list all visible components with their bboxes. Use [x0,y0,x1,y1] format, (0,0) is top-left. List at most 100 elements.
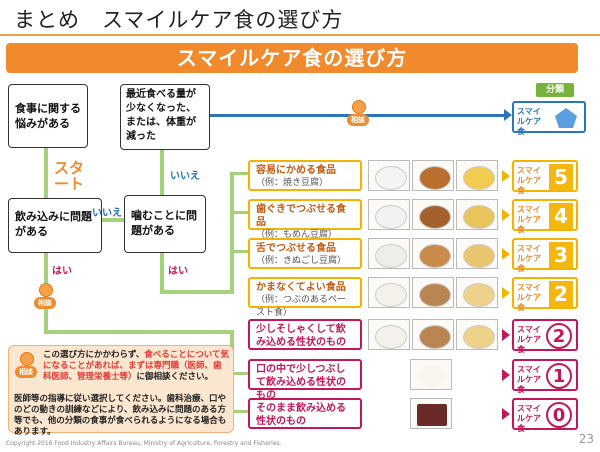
arrow-blue [504,109,512,121]
label-no-chew: いいえ [170,171,200,182]
food-property-box: 口の中で少しつぶして飲み込める性状のもの [248,359,362,401]
food-property-box: そのまま飲み込める性状のもの [248,398,362,429]
food-example: （例：焼き豆腐） [256,178,329,188]
question-chewing: 噛むことに問題がある [124,195,206,253]
category-blue-label: スマイルケア食 [517,107,541,136]
category-tag: スマイルケア食 3 [512,238,578,273]
food-photo [412,199,454,230]
bowl-icon [375,244,407,268]
category-tag: スマイルケア食 2 [512,277,578,312]
food-photo [368,277,410,308]
pentagon-icon [554,107,578,133]
food-property-name: そのまま飲み込める性状のもの [256,403,346,427]
food-photo [456,277,498,308]
arrow-right-icon [502,248,510,260]
bowl-icon [419,244,451,268]
question-food-worry: 食事に関する悩みがある [8,84,88,148]
food-photo [412,160,454,191]
category-label: スマイルケア食 [517,166,541,195]
consult-note: 相談 この選び方にかかわらず、食べることについて気になることがあれば、まずは専門… [8,345,234,437]
food-property-box: 舌でつぶせる食品 （例：きぬごし豆腐） [248,238,362,269]
arrow-right-icon [502,408,510,420]
category-number: 5 [549,164,573,190]
arrow-right-icon [502,369,510,381]
consult-icon-swallow: 相談 [34,283,56,313]
category-number: 1 [546,363,572,389]
bowl-icon [417,365,447,387]
arrow-right-icon [502,287,510,299]
category-number: 3 [549,242,573,268]
food-example: （例：もめん豆腐） [256,230,338,240]
note-text-3: に御相談ください。 [136,372,214,382]
question-swallowing: 飲み込みに問題がある [8,198,102,253]
bowl-icon [419,325,451,349]
line-red-r1 [230,372,248,375]
category-number: 4 [549,203,573,229]
food-property-box: 少しそしゃくして飲み込める性状のもの [248,319,362,350]
person-icon [352,100,366,114]
food-photo [410,398,452,429]
banner: スマイルケア食の選び方 [6,43,578,73]
food-photo [456,238,498,269]
bowl-icon [463,283,495,307]
food-photo [368,199,410,230]
note-paragraph-2: 医師等の指導に従い選択してください。歯科治療、口やのどの動きの訓練などにより、飲… [14,394,227,437]
food-photo [456,199,498,230]
question-appetite: 最近食べる量が少なくなった、または、体重が減った [120,84,210,150]
bowl-icon [463,244,495,268]
copyright-footer: Copyright 2016 Food Industry Affairs Bur… [6,440,282,447]
question-swallowing-text: 飲み込みに問題がある [15,210,92,238]
bowl-icon [417,404,447,426]
category-number: 2 [549,281,573,307]
arrow-right-icon [502,329,510,341]
note-paragraph-1: この選び方にかかわらず、食べることについて気になることがあれば、まずは専門職（医… [43,350,229,383]
food-property-name: 容易にかめる食品 [256,165,336,176]
note-text-1: この選び方にかかわらず、 [43,350,145,360]
title-rule [0,34,600,36]
arrow-right-icon [502,209,510,221]
category-blue: スマイルケア食 [512,101,586,136]
consult-badge: 相談 [34,297,56,309]
consult-badge: 相談 [15,366,37,378]
line-q2-horiz [44,330,234,334]
food-property-name: かまなくてよい食品 [256,282,346,293]
bowl-icon [463,166,495,190]
note-text-2: 食べることについて気になることがあれば、まずは専門職（医師、歯科医師、管理栄養士… [43,350,229,382]
category-header: 分類 [536,83,574,97]
category-tag: スマイルケア食 5 [512,160,578,195]
line-q3-up [160,150,164,195]
category-label: スマイルケア食 [517,365,541,394]
food-photo [410,359,452,390]
food-photo [368,319,410,350]
line-yellow-r3 [230,250,248,253]
question-food-worry-text: 食事に関する悩みがある [15,102,81,130]
food-example: （例：つぶのあるペースト食） [256,295,347,318]
category-label: スマイルケア食 [517,325,541,354]
bowl-icon [375,283,407,307]
bowl-icon [375,325,407,349]
category-label: スマイルケア食 [517,205,541,234]
bowl-icon [463,325,495,349]
food-property-name: 舌でつぶせる食品 [256,243,336,254]
line-yellow-spine [230,172,234,294]
bowl-icon [375,166,407,190]
food-property-box: 容易にかめる食品 （例：焼き豆腐） [248,160,362,191]
person-icon [20,352,34,366]
food-property-name: 少しそしゃくして飲み込める性状のもの [256,324,346,348]
question-chewing-text: 噛むことに問題がある [131,209,197,237]
consult-icon-note: 相談 [15,352,37,382]
food-example: （例：きぬごし豆腐） [256,256,347,266]
category-number: 0 [546,402,572,428]
bowl-icon [419,166,451,190]
category-label: スマイルケア食 [517,244,541,273]
person-icon [39,283,53,297]
food-property-name: 口の中で少しつぶして飲み込める性状のもの [256,364,346,401]
category-label: スマイルケア食 [517,404,541,433]
food-property-box: かまなくてよい食品 （例：つぶのあるペースト食） [248,277,362,318]
food-photo [412,277,454,308]
consult-badge: 相談 [347,114,369,126]
food-photo [368,238,410,269]
category-label: スマイルケア食 [517,283,541,312]
